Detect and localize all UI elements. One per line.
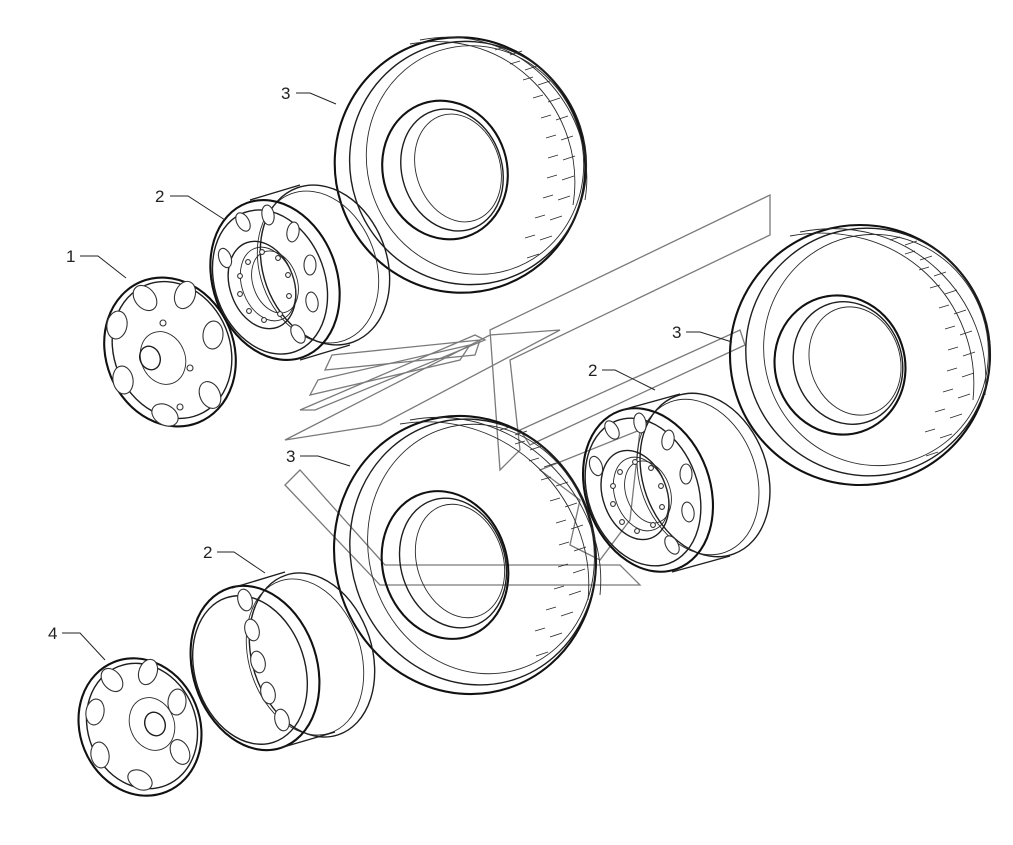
tire-right (728, 223, 992, 487)
callout-label-2-right: 2 (588, 361, 597, 380)
callout-label-1: 1 (66, 247, 75, 266)
rim-right-bolt-holes (610, 459, 665, 534)
rim-top-vent-holes (217, 204, 319, 344)
rim-bottom (189, 571, 376, 752)
callout-label-2-bottom: 2 (203, 543, 212, 562)
callout-label-3-top: 3 (281, 84, 290, 103)
rim-top-bolt-holes (237, 249, 292, 323)
rim-right-vent-holes (588, 412, 695, 555)
tire-top-tread (409, 36, 588, 259)
tire-center (332, 414, 602, 696)
callout-label-3-center: 3 (286, 447, 295, 466)
hub-cover-4-windows (85, 658, 191, 791)
tire-top (333, 36, 588, 294)
hub-cover-1 (103, 276, 237, 428)
hub-cover-1-windows (106, 280, 224, 427)
watermark-logo (284, 193, 771, 586)
tire-center-tread (399, 417, 602, 657)
rim-bottom-vent-holes (237, 588, 290, 732)
callout-labels: 1 2 3 2 3 3 2 4 (48, 84, 681, 643)
tire-right-tread (789, 228, 987, 457)
rim-right (581, 392, 771, 573)
leader-lines (62, 92, 733, 661)
callout-label-3-right: 3 (672, 323, 681, 342)
callout-label-2-top: 2 (155, 187, 164, 206)
callout-label-4: 4 (48, 624, 57, 643)
rim-top (209, 184, 391, 361)
hub-cover-4 (77, 657, 203, 797)
